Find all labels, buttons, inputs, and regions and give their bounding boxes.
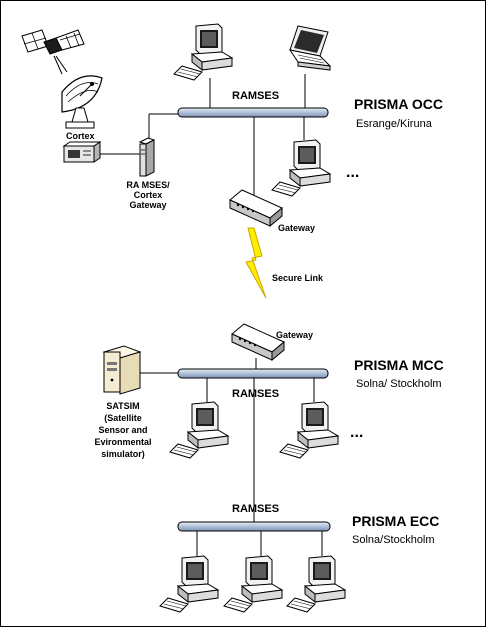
ecc-workstation-3 bbox=[286, 555, 346, 613]
lightning-bolt-icon bbox=[245, 227, 267, 299]
occ-more-indicator: ... bbox=[346, 164, 360, 181]
mcc-title: PRISMA MCC bbox=[354, 357, 444, 373]
ecc-workstation-2 bbox=[223, 555, 283, 613]
occ-workstation-1 bbox=[173, 23, 233, 81]
occ-workstation-2 bbox=[271, 139, 331, 197]
mcc-workstation-1 bbox=[169, 401, 229, 459]
satsim-server-icon bbox=[102, 345, 142, 395]
occ-gateway-router-icon bbox=[229, 189, 283, 227]
occ-location: Esrange/Kiruna bbox=[356, 118, 432, 130]
occ-bus bbox=[177, 107, 329, 118]
mcc-location: Solna/ Stockholm bbox=[356, 378, 442, 390]
mcc-more-indicator: ... bbox=[350, 424, 364, 441]
gateway-server-icon bbox=[138, 137, 156, 177]
ecc-title: PRISMA ECC bbox=[352, 513, 440, 529]
occ-laptop bbox=[289, 25, 331, 71]
occ-title: PRISMA OCC bbox=[354, 96, 443, 112]
occ-bus-label: RAMSES bbox=[232, 90, 280, 102]
ecc-bus bbox=[177, 521, 331, 532]
ecc-bus-label: RAMSES bbox=[232, 503, 280, 515]
occ-gateway-label: Gateway bbox=[278, 223, 316, 233]
ground-antenna-icon bbox=[61, 75, 103, 129]
mcc-bus-label: RAMSES bbox=[232, 388, 280, 400]
mcc-bus bbox=[177, 368, 329, 379]
satellite-icon bbox=[21, 29, 85, 75]
mcc-workstation-2 bbox=[279, 401, 339, 459]
cortex-device-icon bbox=[62, 141, 102, 163]
ecc-location: Solna/Stockholm bbox=[352, 534, 435, 546]
satsim-label: SATSIM (Satellite Sensor and Evironmenta… bbox=[94, 401, 152, 459]
secure-link-label: Secure Link bbox=[272, 273, 324, 283]
ecc-workstation-1 bbox=[159, 555, 219, 613]
mcc-gateway-label: Gateway bbox=[276, 330, 314, 340]
cortex-label: Cortex bbox=[66, 131, 95, 141]
ramses-cortex-gateway-label: RA MSES/ Cortex Gateway bbox=[126, 180, 170, 210]
